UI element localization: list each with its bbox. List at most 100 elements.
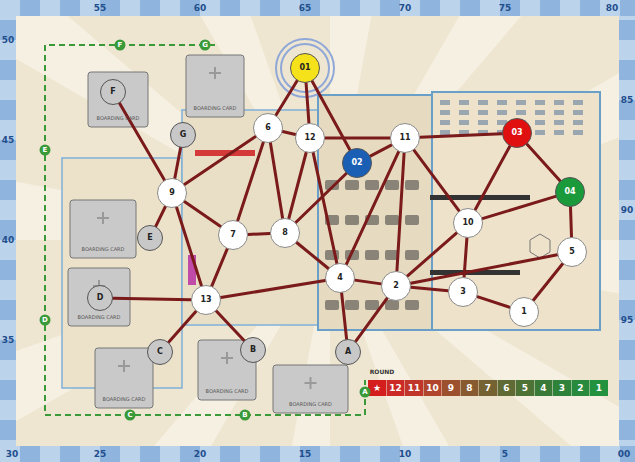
seat <box>345 180 359 190</box>
path-connector <box>355 280 381 284</box>
route-marker: C <box>125 410 136 421</box>
desk <box>440 130 450 135</box>
track-cell <box>0 260 16 280</box>
path-connector <box>325 137 390 140</box>
round-number: 3 <box>559 384 565 393</box>
track-cell <box>619 380 635 400</box>
round-number: 4 <box>540 384 546 393</box>
route-marker: A <box>360 387 371 398</box>
track-cell <box>140 0 160 16</box>
path-connector <box>527 144 560 181</box>
desk <box>459 100 469 105</box>
card-caption: BOARDING CARD <box>82 247 125 252</box>
track-cell <box>619 140 635 160</box>
track-number: 95 <box>621 316 634 325</box>
seat <box>365 250 379 260</box>
route-marker: E <box>40 145 51 156</box>
track-cell <box>500 446 520 462</box>
boarding-card-slot <box>273 365 348 413</box>
round-number: 12 <box>389 384 402 393</box>
track-cell <box>619 340 635 360</box>
path-connector <box>407 233 456 276</box>
round-cell <box>368 380 386 396</box>
path-connector <box>113 298 191 299</box>
board-space: 03 <box>502 118 532 148</box>
space-number: 04 <box>564 188 575 196</box>
track-cell <box>220 0 240 16</box>
path-connector <box>296 173 346 222</box>
path-connector <box>216 311 244 341</box>
score-track <box>0 0 635 16</box>
board-space: 01 <box>290 53 320 83</box>
space-number: 11 <box>399 134 410 142</box>
space-number: 13 <box>200 296 211 304</box>
score-track <box>0 0 16 462</box>
track-cell <box>380 0 400 16</box>
desk <box>554 130 564 135</box>
round-number: 6 <box>503 384 509 393</box>
card-caption: BOARDING CARD <box>194 106 237 111</box>
round-number: 9 <box>448 384 454 393</box>
path-connector <box>420 134 502 138</box>
track-cell <box>0 380 16 400</box>
seat <box>385 300 399 310</box>
desk <box>478 100 488 105</box>
gate-space: C <box>147 339 173 365</box>
path-connector <box>370 145 391 156</box>
taxi-route <box>45 45 365 415</box>
desk <box>497 110 507 115</box>
track-number: 65 <box>299 4 312 13</box>
path-connector <box>270 143 282 218</box>
round-number: 5 <box>522 384 528 393</box>
path-connector <box>411 255 558 283</box>
path-connector <box>221 280 325 297</box>
path-connector <box>212 249 227 286</box>
seat <box>345 300 359 310</box>
track-number: 25 <box>94 450 107 459</box>
track-cell <box>60 446 80 462</box>
desk <box>497 100 507 105</box>
round-cell <box>424 380 442 396</box>
desk <box>516 110 526 115</box>
board-space: 04 <box>555 177 585 207</box>
desk <box>440 110 450 115</box>
path-connector <box>184 202 220 227</box>
track-cell <box>619 180 635 200</box>
path-connector <box>177 207 202 285</box>
round-number: 7 <box>485 384 491 393</box>
card-caption: BOARDING CARD <box>103 397 146 402</box>
path-connector <box>475 146 510 210</box>
boarding-card-slot <box>95 348 153 408</box>
path-connector <box>276 81 297 115</box>
desk <box>478 120 488 125</box>
path-connector <box>283 131 296 134</box>
seat <box>405 215 419 225</box>
track-cell <box>619 220 635 240</box>
desk <box>535 120 545 125</box>
sun-ray <box>0 0 330 240</box>
gate-space: A <box>335 339 361 365</box>
desk <box>554 110 564 115</box>
track-cell <box>0 420 16 440</box>
track-cell <box>60 0 80 16</box>
track-cell <box>619 420 635 440</box>
round-number: 2 <box>577 384 583 393</box>
board-space: 6 <box>253 113 283 143</box>
route-marker: G <box>200 40 211 51</box>
board-space: 02 <box>342 148 372 178</box>
track-cell <box>340 446 360 462</box>
round-cell <box>590 380 608 396</box>
path-connector <box>156 206 166 226</box>
space-number: E <box>147 234 152 242</box>
path-connector <box>414 150 459 211</box>
round-cell <box>442 380 460 396</box>
path-connector <box>477 297 509 308</box>
gate-space: D <box>87 285 113 311</box>
track-cell <box>580 0 600 16</box>
plane-icon <box>97 212 109 224</box>
round-cell <box>479 380 497 396</box>
track-number: 15 <box>299 450 312 459</box>
gate-space: B <box>240 337 266 363</box>
seat <box>325 300 339 310</box>
track-number: 80 <box>606 4 619 13</box>
